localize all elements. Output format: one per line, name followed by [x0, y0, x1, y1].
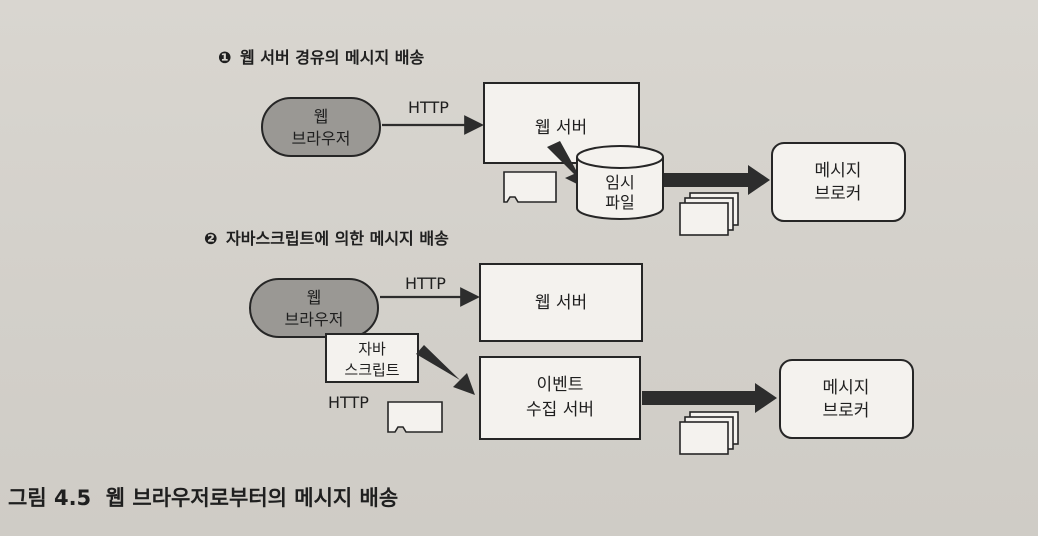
s2-arrow-to-broker	[642, 383, 777, 413]
s1-web-browser-label-2: 브라우저	[292, 129, 351, 148]
s1-temp-file-label-2: 파일	[605, 193, 634, 212]
figure-caption: 그림 4.5 웹 브라우저로부터의 메시지 배송	[8, 486, 398, 510]
section1-header: ❶ 웹 서버 경유의 메시지 배송	[218, 48, 424, 67]
s2-event-server-box	[479, 356, 641, 440]
s2-web-browser-label-2: 브라우저	[285, 310, 344, 329]
s2-javascript: 자바 스크립트	[325, 333, 419, 383]
s1-web-browser: 웹 브라우저	[261, 97, 381, 157]
s1-broker-label-1: 메시지	[815, 161, 862, 181]
s2-broker-label-2: 브로커	[823, 401, 870, 421]
s1-log-file-icon	[503, 171, 557, 203]
s2-message-stack	[679, 411, 739, 455]
s2-broker-label-1: 메시지	[823, 378, 870, 398]
s1-message-broker-box	[771, 142, 906, 222]
section2-header: ❷ 자바스크립트에 의한 메시지 배송	[204, 229, 449, 248]
s2-javascript-label-2: 스크립트	[344, 361, 399, 379]
s2-message-broker: 메시지 브로커	[779, 359, 914, 439]
s2-event-server: 이벤트 수집 서버	[479, 356, 641, 440]
s1-web-browser-label-1: 웹	[314, 107, 329, 126]
s1-broker-label-2: 브로커	[815, 184, 862, 204]
s2-web-browser: 웹 브라우저	[249, 278, 379, 338]
s1-temp-file: 임시 파일	[576, 145, 664, 220]
section1-title: 웹 서버 경유의 메시지 배송	[240, 48, 424, 67]
s2-web-server: 웹 서버	[479, 263, 643, 342]
s2-arrow-to-event-server	[416, 345, 475, 395]
s1-web-browser-shape	[261, 97, 381, 157]
s1-message-stack	[679, 192, 739, 236]
s1-message-broker: 메시지 브로커	[771, 142, 906, 222]
s1-temp-file-label-1: 임시	[605, 173, 634, 192]
s1-temp-file-top	[576, 145, 664, 169]
s2-web-browser-shape	[249, 278, 379, 338]
section1-marker: ❶	[218, 48, 232, 67]
s1-temp-file-body	[576, 157, 664, 220]
s1-message-card-1	[679, 202, 729, 236]
s1-web-server-label: 웹 서버	[535, 118, 587, 138]
s1-http-label: HTTP	[408, 98, 449, 117]
s2-event-server-label-2: 수집 서버	[526, 400, 594, 420]
section2-title: 자바스크립트에 의한 메시지 배송	[226, 229, 449, 248]
s2-javascript-label-1: 자바	[358, 340, 386, 358]
s2-http-label-top: HTTP	[405, 274, 446, 293]
s2-message-card-1	[679, 421, 729, 455]
s2-log-file-icon	[387, 401, 443, 433]
s2-web-server-box	[479, 263, 643, 342]
s2-web-browser-label-1: 웹	[307, 288, 322, 307]
s2-message-broker-box	[779, 359, 914, 439]
s1-arrow-to-broker	[664, 165, 770, 195]
s2-web-server-label: 웹 서버	[535, 293, 587, 313]
s2-http-label-bottom: HTTP	[328, 393, 369, 412]
s2-javascript-box	[325, 333, 419, 383]
s2-event-server-label-1: 이벤트	[537, 375, 584, 395]
section2-marker: ❷	[204, 229, 218, 248]
